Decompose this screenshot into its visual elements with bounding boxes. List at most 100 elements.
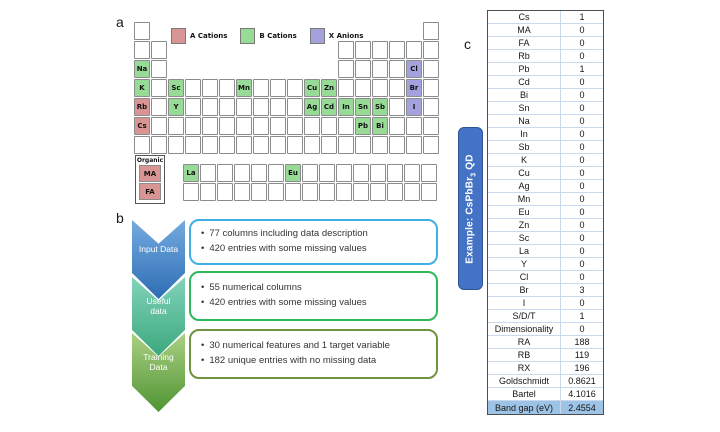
- example-badge: Example: CsPbBr3 QD: [458, 127, 483, 290]
- feature-name: Cs: [518, 12, 530, 22]
- empty-element-cell: [285, 183, 301, 201]
- empty-element-cell: [253, 136, 269, 154]
- empty-element-cell: [236, 98, 252, 116]
- element-cell-Pb: Pb: [355, 117, 371, 135]
- empty-element-cell: [217, 164, 233, 182]
- feature-value: 0: [560, 128, 603, 140]
- empty-element-cell: [304, 117, 320, 135]
- feature-name: Zn: [518, 220, 530, 230]
- empty-element-cell: [202, 117, 218, 135]
- empty-element-cell: [168, 117, 184, 135]
- flow-bullet-item: 420 entries with some missing values: [201, 297, 430, 310]
- empty-element-cell: [355, 136, 371, 154]
- feature-value: 119: [560, 349, 603, 361]
- panel-c-label: c: [464, 36, 471, 52]
- feature-name: Cu: [518, 168, 530, 178]
- element-cell-Eu: Eu: [285, 164, 301, 182]
- empty-element-cell: [370, 183, 386, 201]
- empty-element-cell: [217, 183, 233, 201]
- empty-element-cell: [387, 164, 403, 182]
- empty-element-cell: [253, 98, 269, 116]
- feature-value: 0: [560, 258, 603, 270]
- feature-value: 0: [560, 115, 603, 127]
- empty-element-cell: [270, 117, 286, 135]
- empty-element-cell: [423, 79, 439, 97]
- organic-box-label: Organic: [136, 157, 164, 164]
- empty-element-cell: [338, 117, 354, 135]
- feature-row-band-gap-ev-: Band gap (eV)2.4554: [488, 401, 603, 414]
- element-cell-Ag: Ag: [304, 98, 320, 116]
- feature-name: S/D/T: [512, 311, 536, 321]
- empty-element-cell: [185, 136, 201, 154]
- organic-cell-MA: MA: [139, 165, 161, 182]
- flow-bullet-item: 30 numerical features and 1 target varia…: [201, 340, 430, 353]
- flow-bullet-item: 182 unique entries with no missing data: [201, 355, 430, 368]
- feature-name: Goldschmidt: [498, 376, 550, 386]
- empty-element-cell: [423, 60, 439, 78]
- empty-element-cell: [423, 136, 439, 154]
- empty-element-cell: [287, 98, 303, 116]
- empty-element-cell: [236, 117, 252, 135]
- empty-element-cell: [134, 22, 150, 40]
- empty-element-cell: [353, 164, 369, 182]
- empty-element-cell: [202, 98, 218, 116]
- empty-element-cell: [151, 60, 167, 78]
- feature-name: Y: [520, 259, 527, 269]
- feature-name: RX: [517, 363, 531, 373]
- feature-value: 0: [560, 89, 603, 101]
- empty-element-cell: [219, 136, 235, 154]
- empty-element-cell: [321, 117, 337, 135]
- empty-element-cell: [236, 136, 252, 154]
- flow-info-box: 55 numerical columns420 entries with som…: [189, 271, 438, 321]
- empty-element-cell: [287, 117, 303, 135]
- organic-cell-FA: FA: [139, 183, 161, 200]
- empty-element-cell: [372, 41, 388, 59]
- empty-element-cell: [151, 79, 167, 97]
- feature-name: Pb: [518, 64, 530, 74]
- empty-element-cell: [200, 183, 216, 201]
- feature-name: Sb: [518, 142, 530, 152]
- empty-element-cell: [338, 60, 354, 78]
- empty-element-cell: [372, 60, 388, 78]
- empty-element-cell: [234, 183, 250, 201]
- empty-element-cell: [270, 79, 286, 97]
- empty-element-cell: [151, 41, 167, 59]
- empty-element-cell: [268, 183, 284, 201]
- empty-element-cell: [251, 164, 267, 182]
- empty-element-cell: [370, 164, 386, 182]
- empty-element-cell: [202, 136, 218, 154]
- feature-value: 0: [560, 154, 603, 166]
- empty-element-cell: [185, 79, 201, 97]
- empty-element-cell: [253, 79, 269, 97]
- badge-text-suffix: QD: [464, 153, 475, 173]
- feature-name: Band gap (eV): [494, 402, 554, 413]
- empty-element-cell: [423, 22, 439, 40]
- legend-item-a-type: A Cations: [171, 28, 227, 44]
- legend-item-b-type: B Cations: [240, 28, 297, 44]
- empty-element-cell: [200, 164, 216, 182]
- element-cell-I: I: [406, 98, 422, 116]
- feature-name: Bi: [519, 90, 528, 100]
- empty-element-cell: [183, 183, 199, 201]
- feature-name: I: [522, 298, 526, 308]
- empty-element-cell: [234, 164, 250, 182]
- feature-name: RB: [517, 350, 531, 360]
- element-cell-Mn: Mn: [236, 79, 252, 97]
- empty-element-cell: [421, 164, 437, 182]
- feature-name: K: [520, 155, 527, 165]
